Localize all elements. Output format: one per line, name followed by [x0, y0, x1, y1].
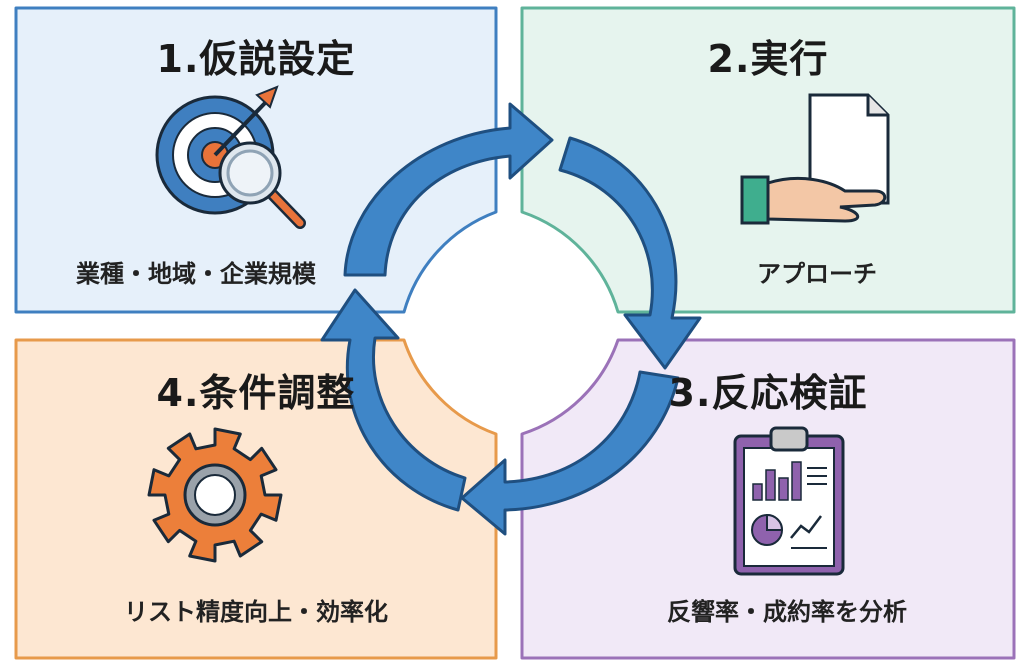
- step-3-caption: 反響率・成約率を分析: [667, 598, 907, 626]
- step-1-caption: 業種・地域・企業規模: [76, 260, 316, 288]
- step-2-title: 2.実行: [707, 37, 829, 81]
- arrow-1-to-2: [343, 102, 554, 277]
- step-3-title: 3.反応検証: [668, 371, 868, 415]
- target-magnifier-icon: [155, 85, 306, 229]
- step-1-title: 1.仮説設定: [156, 37, 356, 81]
- clipboard-chart-icon: [733, 426, 845, 576]
- gear-icon: [147, 427, 283, 563]
- cycle-arrows: [320, 102, 702, 536]
- step-4-title: 4.条件調整: [156, 371, 356, 415]
- arrow-2-to-3: [558, 136, 702, 370]
- hand-document-icon: [740, 93, 890, 225]
- step-4-caption: リスト精度向上・効率化: [124, 598, 388, 626]
- step-2-caption: アプローチ: [757, 260, 877, 288]
- arrow-4-to-1: [320, 288, 467, 512]
